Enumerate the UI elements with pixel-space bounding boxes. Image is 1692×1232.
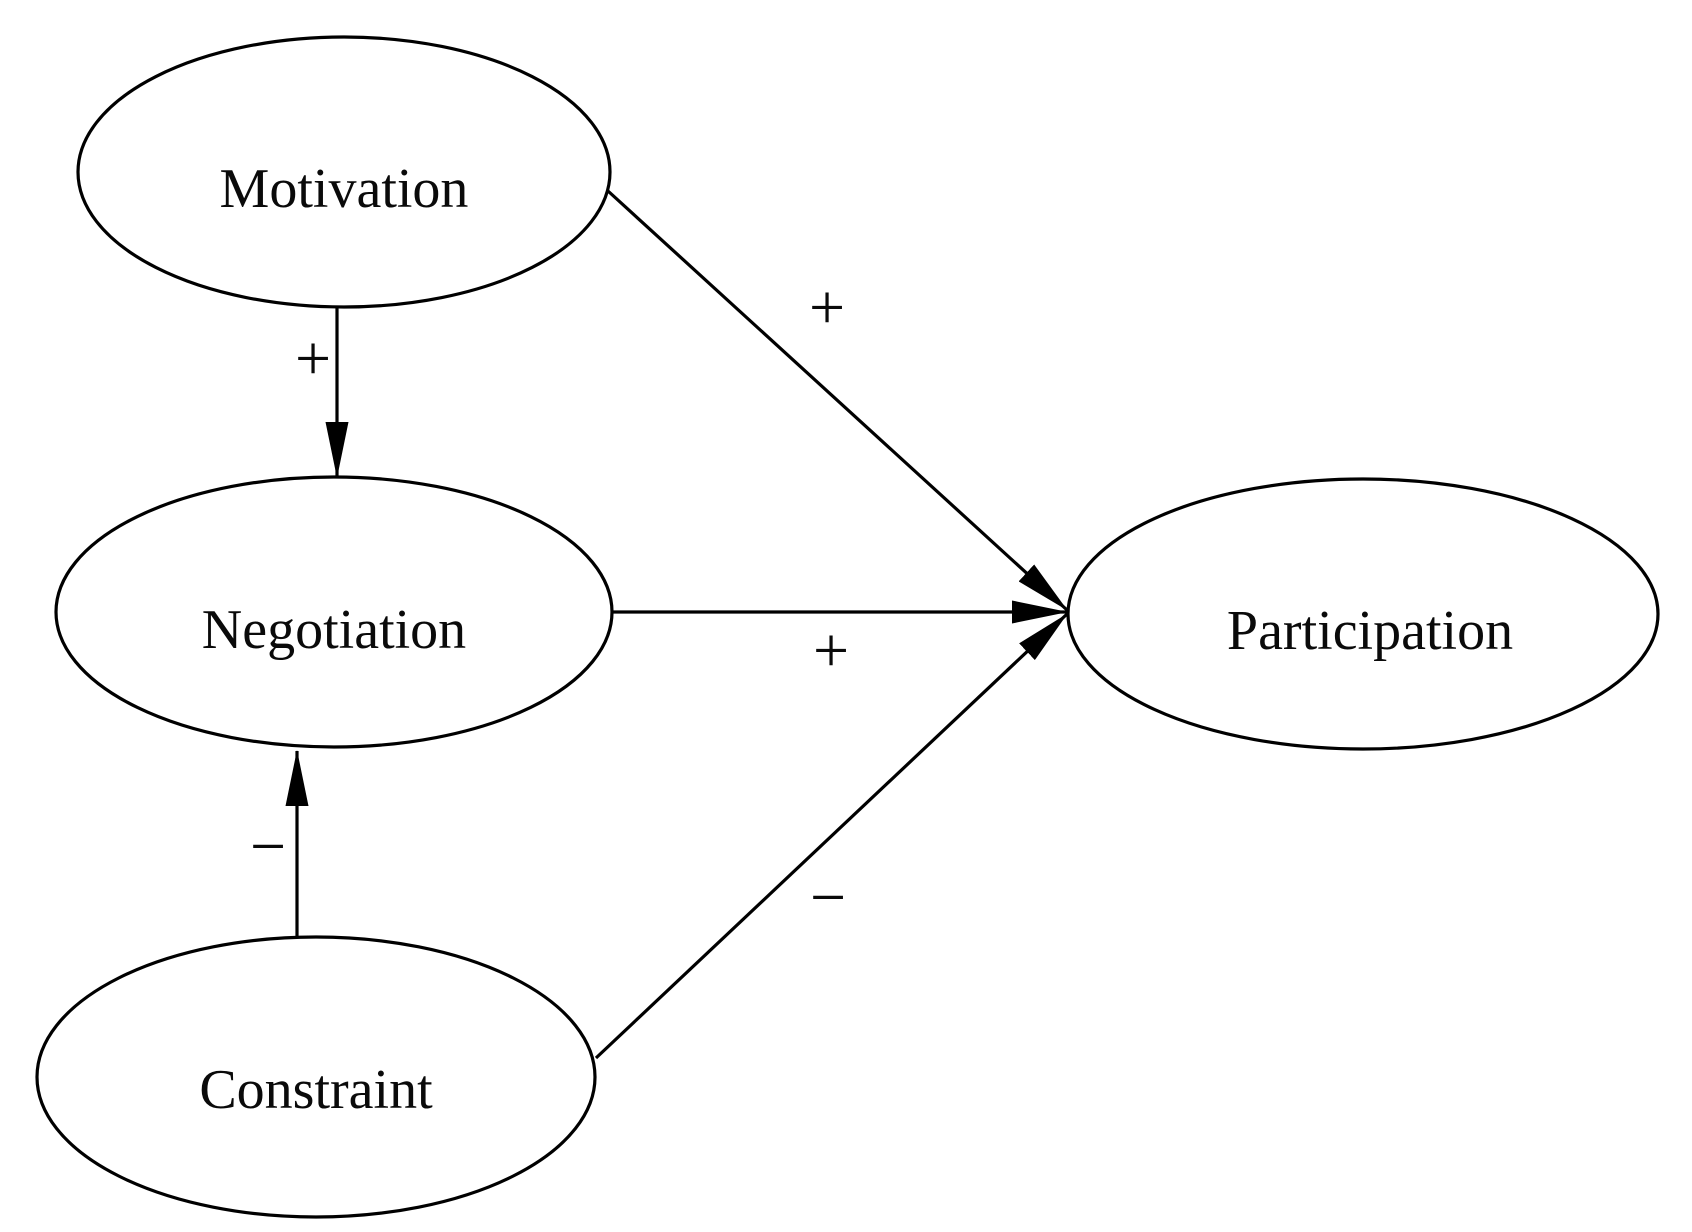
edge-constraint-negotiation: − (250, 750, 309, 936)
edge-constraint-negotiation-sign: − (250, 811, 286, 882)
edge-motivation-negotiation: + (295, 308, 349, 478)
edge-constraint-participation: − (594, 612, 1069, 1060)
edge-motivation-participation: + (606, 189, 1069, 612)
node-negotiation: Negotiation (54, 475, 614, 749)
edge-constraint-participation-sign: − (810, 862, 846, 933)
participation-label: Participation (1227, 600, 1513, 662)
edge-negotiation-participation: + (612, 600, 1068, 686)
node-motivation: Motivation (76, 35, 612, 309)
edge-constraint-participation-line (594, 612, 1069, 1060)
motivation-ellipse (76, 35, 612, 309)
constraint-label: Constraint (199, 1059, 433, 1121)
edge-motivation-participation-line (606, 189, 1069, 612)
motivation-label: Motivation (220, 158, 469, 220)
edge-motivation-participation-sign: + (809, 272, 845, 343)
edge-negotiation-participation-sign: + (813, 615, 849, 686)
edge-motivation-negotiation-sign: + (295, 323, 331, 394)
participation-ellipse (1066, 477, 1660, 751)
negotiation-label: Negotiation (202, 599, 466, 661)
node-participation: Participation (1066, 477, 1660, 751)
constraint-ellipse (35, 935, 597, 1219)
negotiation-ellipse (54, 475, 614, 749)
node-constraint: Constraint (35, 935, 597, 1219)
